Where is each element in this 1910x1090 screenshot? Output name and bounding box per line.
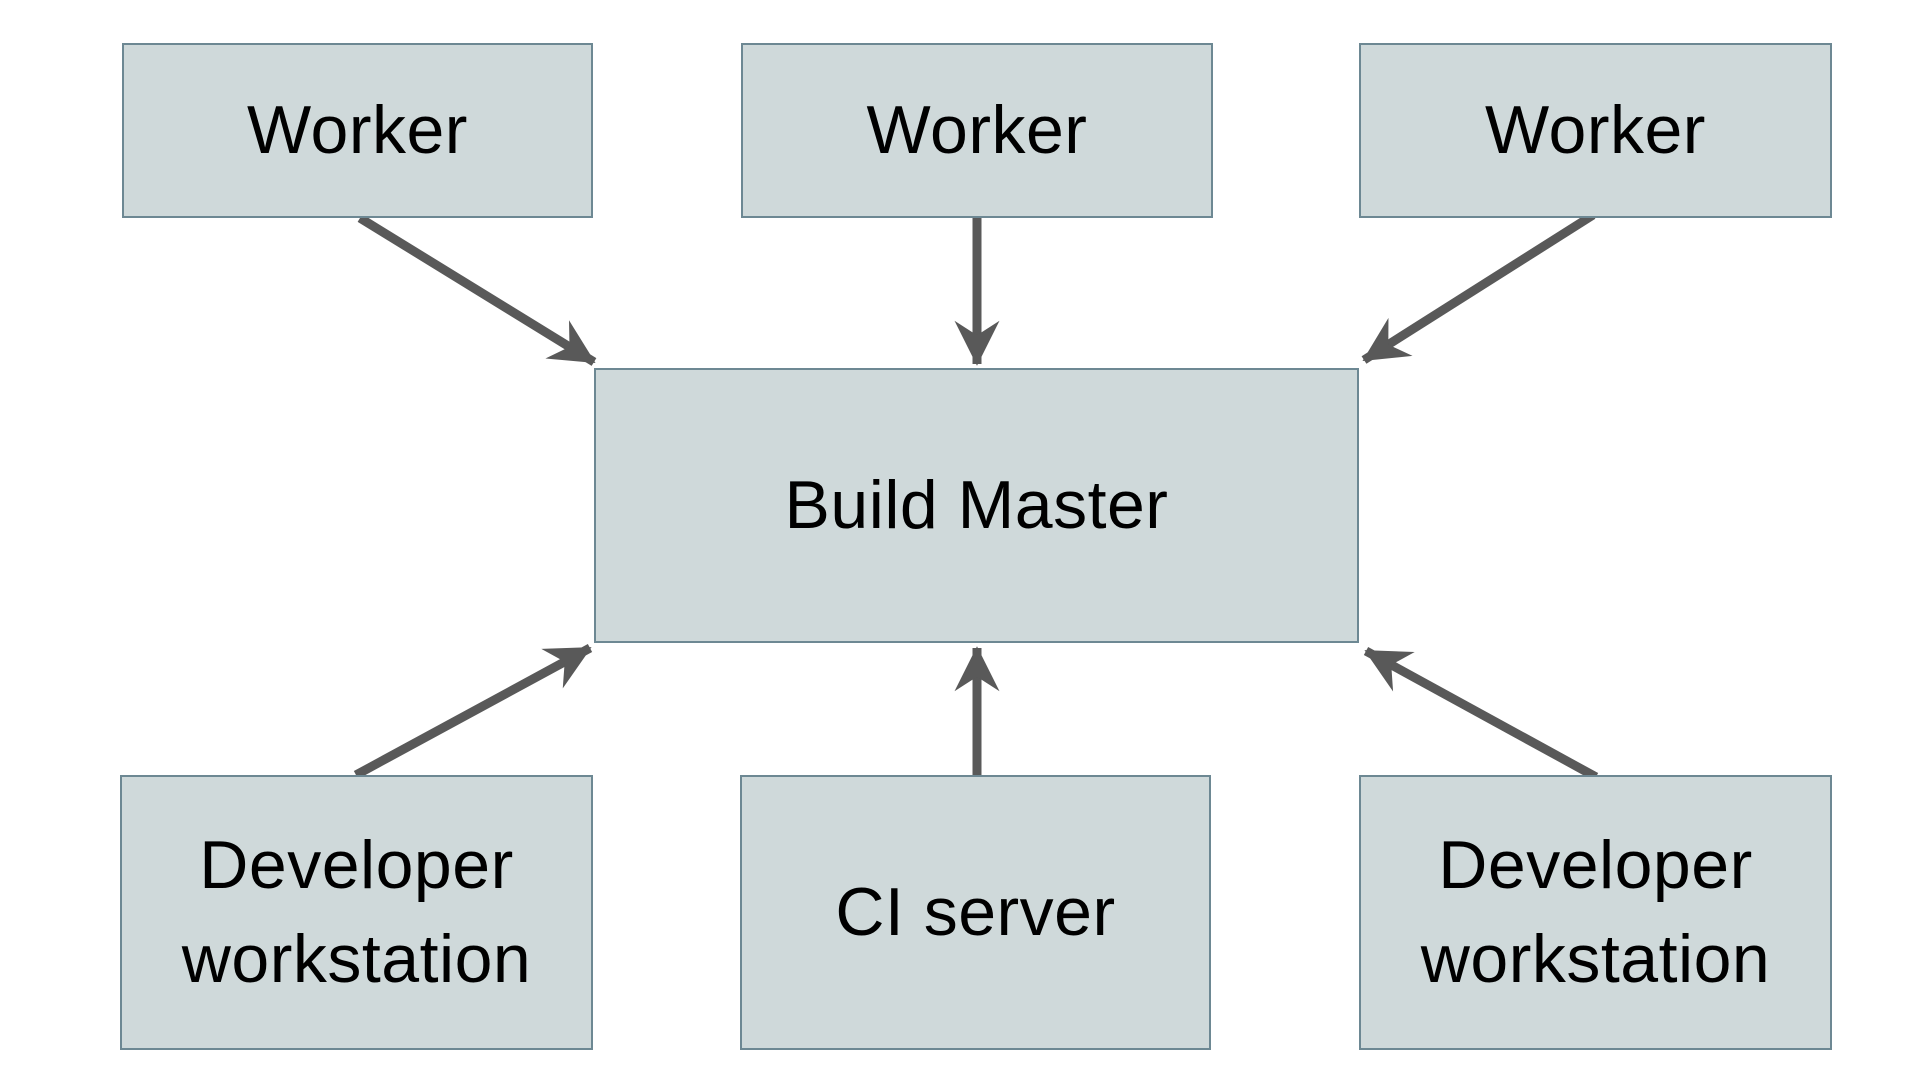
arrow-devleft-to-buildmaster [353,644,593,779]
arrow-worker3-to-buildmaster [1361,211,1596,364]
node-developer-workstation-right: Developer workstation [1359,775,1832,1050]
node-developer-workstation-left-label: Developer workstation [181,826,532,997]
node-worker-1: Worker [122,43,593,218]
node-ci-server-label: CI server [835,873,1116,950]
node-worker-3-label: Worker [1485,91,1706,168]
node-worker-1-label: Worker [247,91,468,168]
node-ci-server: CI server [740,775,1211,1050]
node-worker-3: Worker [1359,43,1832,218]
node-build-master: Build Master [594,368,1359,643]
node-developer-workstation-right-label: Developer workstation [1420,826,1771,997]
node-worker-2-label: Worker [866,91,1088,168]
node-developer-workstation-left: Developer workstation [120,775,593,1050]
node-build-master-label: Build Master [784,466,1169,543]
arrow-devright-to-buildmaster [1363,647,1599,781]
node-worker-2: Worker [741,43,1213,218]
arrow-worker1-to-buildmaster [357,214,597,366]
